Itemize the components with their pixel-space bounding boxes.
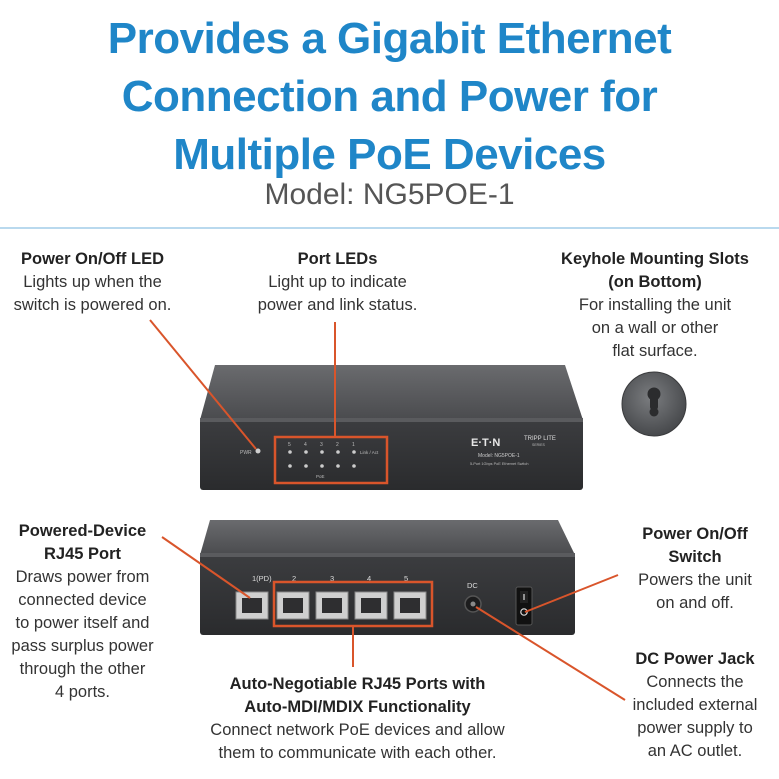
callout-title: Power On/Off LED xyxy=(20,250,164,268)
pwr-label: PWR xyxy=(240,450,252,456)
callout-text-line: connected device xyxy=(18,591,147,609)
callout-title: Switch xyxy=(668,548,722,566)
callout-text-line: Connect network PoE devices and allow xyxy=(210,721,505,739)
callout-dc-jack: DC Power Jack Connects the included exte… xyxy=(610,648,779,763)
callout-text-line: an AC outlet. xyxy=(647,742,743,760)
led-port-number: 3 xyxy=(320,442,323,448)
poe-label: PoE xyxy=(316,474,325,479)
callout-text-line: included external xyxy=(632,696,758,714)
callout-leaders xyxy=(149,319,626,701)
headline-line-1: Provides a Gigabit Ethernet xyxy=(107,14,672,63)
led-port-number: 2 xyxy=(336,442,339,448)
callout-title: Auto-MDI/MDIX Functionality xyxy=(244,698,471,716)
back-port-label: 3 xyxy=(330,574,334,583)
callout-text-line: on and off. xyxy=(656,594,734,612)
callout-text-line: 4 ports. xyxy=(54,683,111,701)
device-model-label: Model: NG5POE-1 xyxy=(478,453,520,459)
callout-text-line: to power itself and xyxy=(15,614,150,632)
callout-text-line: on a wall or other xyxy=(591,319,719,337)
callout-title: (on Bottom) xyxy=(608,273,702,291)
callout-title: Power On/Off xyxy=(642,525,748,543)
callout-text-line: through the other xyxy=(19,660,146,678)
callout-title: Keyhole Mounting Slots xyxy=(561,250,749,268)
callout-text-line: switch is powered on. xyxy=(13,296,172,314)
switch-back-view: 1(PD) 2 3 4 5 DC xyxy=(200,520,575,635)
led-port-number: 4 xyxy=(304,442,307,448)
callout-text-line: pass surplus power xyxy=(11,637,154,655)
callout-power-switch: Power On/Off Switch Powers the unit on a… xyxy=(615,523,775,615)
callout-pd-port: Powered-Device RJ45 Port Draws power fro… xyxy=(0,520,165,704)
back-port-label: 5 xyxy=(404,574,408,583)
callout-title: Port LEDs xyxy=(297,250,378,268)
callout-text-line: them to communicate with each other. xyxy=(218,744,497,762)
device-description: 5-Port 1Gbps PoE Ethernet Switch xyxy=(470,462,528,466)
callout-title: Auto-Negotiable RJ45 Ports with xyxy=(229,675,486,693)
callout-keyhole: Keyhole Mounting Slots (on Bottom) For i… xyxy=(545,248,765,363)
callout-title: RJ45 Port xyxy=(43,545,122,563)
switch-front-view: PWR 5 4 3 2 1 Link / Act PoE E·T·N TRIPP… xyxy=(200,365,583,490)
rj45-port xyxy=(393,591,427,620)
headline-line-3: Multiple PoE Devices xyxy=(173,130,606,179)
dc-label: DC xyxy=(467,581,478,590)
rj45-port xyxy=(354,591,388,620)
rj45-port xyxy=(276,591,310,620)
keyhole-slot-icon xyxy=(621,371,687,437)
callout-text-line: Powers the unit xyxy=(638,571,752,589)
callout-power-led: Power On/Off LED Lights up when the swit… xyxy=(0,248,185,317)
rj45-port-pd xyxy=(235,591,269,620)
series-label: TRIPP LITE xyxy=(524,436,556,442)
model-number: Model: NG5POE-1 xyxy=(264,178,515,211)
callout-text-line: For installing the unit xyxy=(578,296,732,314)
callout-text-line: flat surface. xyxy=(612,342,698,360)
port-led-grid xyxy=(288,450,356,468)
callout-rj45-ports: Auto-Negotiable RJ45 Ports with Auto-MDI… xyxy=(180,673,535,765)
divider xyxy=(0,227,779,229)
back-port-label: 1(PD) xyxy=(252,574,272,583)
callout-text-line: Draws power from xyxy=(15,568,150,586)
callout-title: Powered-Device xyxy=(18,522,147,540)
callout-text-line: power supply to xyxy=(637,719,753,737)
power-led xyxy=(255,448,261,454)
callout-text-line: Connects the xyxy=(646,673,744,691)
rocker-switch-icon xyxy=(515,586,533,626)
led-port-number: 5 xyxy=(288,442,291,448)
rj45-port xyxy=(315,591,349,620)
led-port-number: 1 xyxy=(352,442,355,448)
callout-title: DC Power Jack xyxy=(635,650,755,668)
series-sub-label: SERIES xyxy=(532,443,546,447)
headline-line-2: Connection and Power for xyxy=(121,72,658,121)
back-port-label: 4 xyxy=(367,574,371,583)
back-port-label: 2 xyxy=(292,574,296,583)
headline: Provides a Gigabit Ethernet Connection a… xyxy=(0,10,779,184)
brand-logo: E·T·N xyxy=(471,437,500,449)
callout-text-line: Light up to indicate xyxy=(268,273,407,291)
link-act-label: Link / Act xyxy=(360,450,379,455)
callout-text-line: Lights up when the xyxy=(23,273,162,291)
callout-port-leds: Port LEDs Light up to indicate power and… xyxy=(240,248,435,317)
callout-text-line: power and link status. xyxy=(257,296,418,314)
